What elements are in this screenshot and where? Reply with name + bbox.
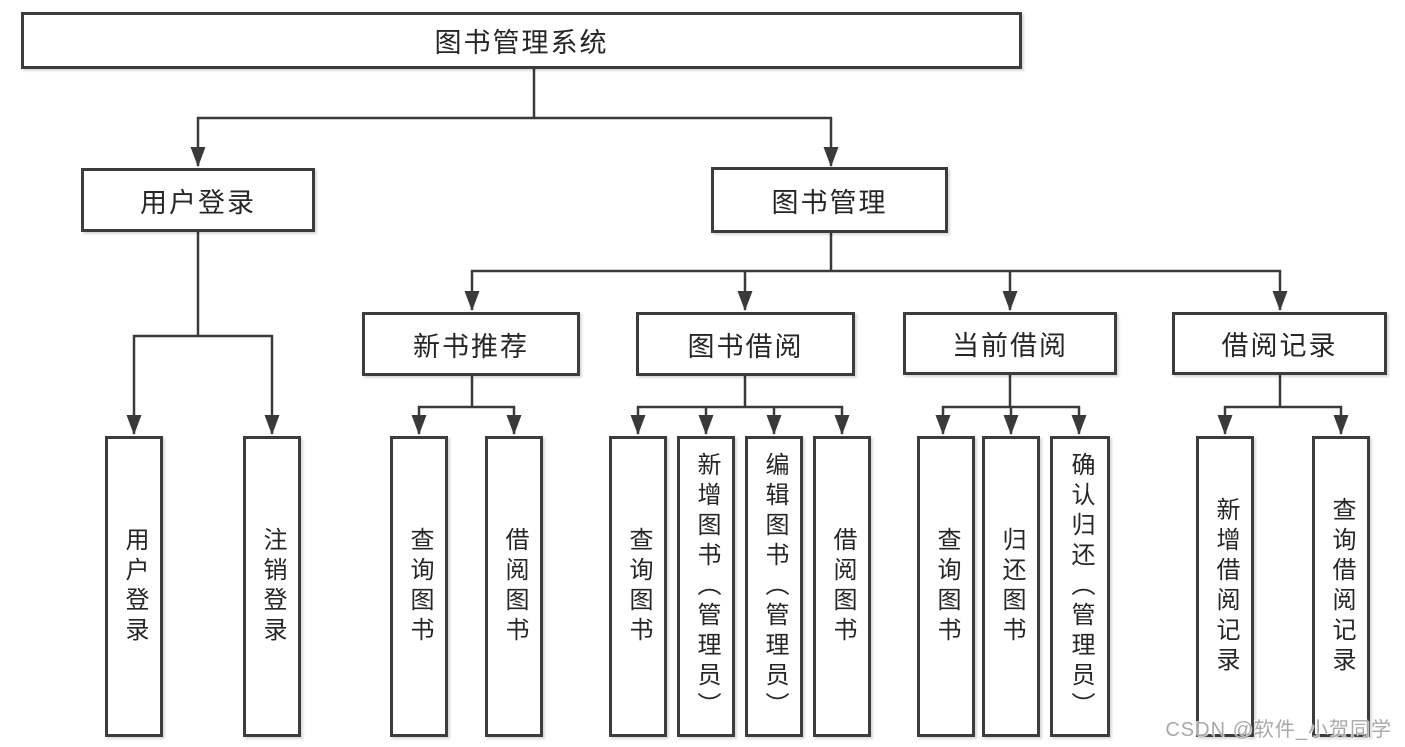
- leaf-borrow-books: 借阅图书: [813, 436, 871, 737]
- node-book-management: 图书管理: [711, 167, 948, 233]
- node-new-book-recommend: 新书推荐: [362, 312, 580, 376]
- leaf-query-books: 查询图书: [390, 436, 448, 737]
- leaf-query-borrow-record: 查询借阅记录: [1312, 436, 1370, 737]
- leaf-confirm-return-admin: 确认归还（管理员）: [1050, 436, 1110, 737]
- leaf-add-borrow-record: 新增借阅记录: [1196, 436, 1254, 737]
- node-current-borrowing: 当前借阅: [903, 312, 1117, 375]
- leaf-edit-books-admin: 编辑图书（管理员）: [745, 436, 803, 737]
- leaf-query-books: 查询图书: [609, 436, 667, 737]
- node-root-system: 图书管理系统: [21, 12, 1022, 69]
- node-book-borrowing: 图书借阅: [636, 312, 855, 376]
- leaf-add-books-admin: 新增图书（管理员）: [677, 436, 735, 737]
- leaf-user-login: 用户登录: [105, 436, 163, 737]
- node-user-login: 用户登录: [81, 168, 315, 232]
- leaf-logout: 注销登录: [243, 436, 301, 737]
- leaf-return-books: 归还图书: [982, 436, 1040, 737]
- csdn-watermark: CSDN @软件_小贺同学: [1165, 719, 1392, 741]
- leaf-borrow-books: 借阅图书: [485, 436, 543, 737]
- node-borrowing-records: 借阅记录: [1172, 312, 1387, 375]
- leaf-query-books: 查询图书: [917, 436, 975, 737]
